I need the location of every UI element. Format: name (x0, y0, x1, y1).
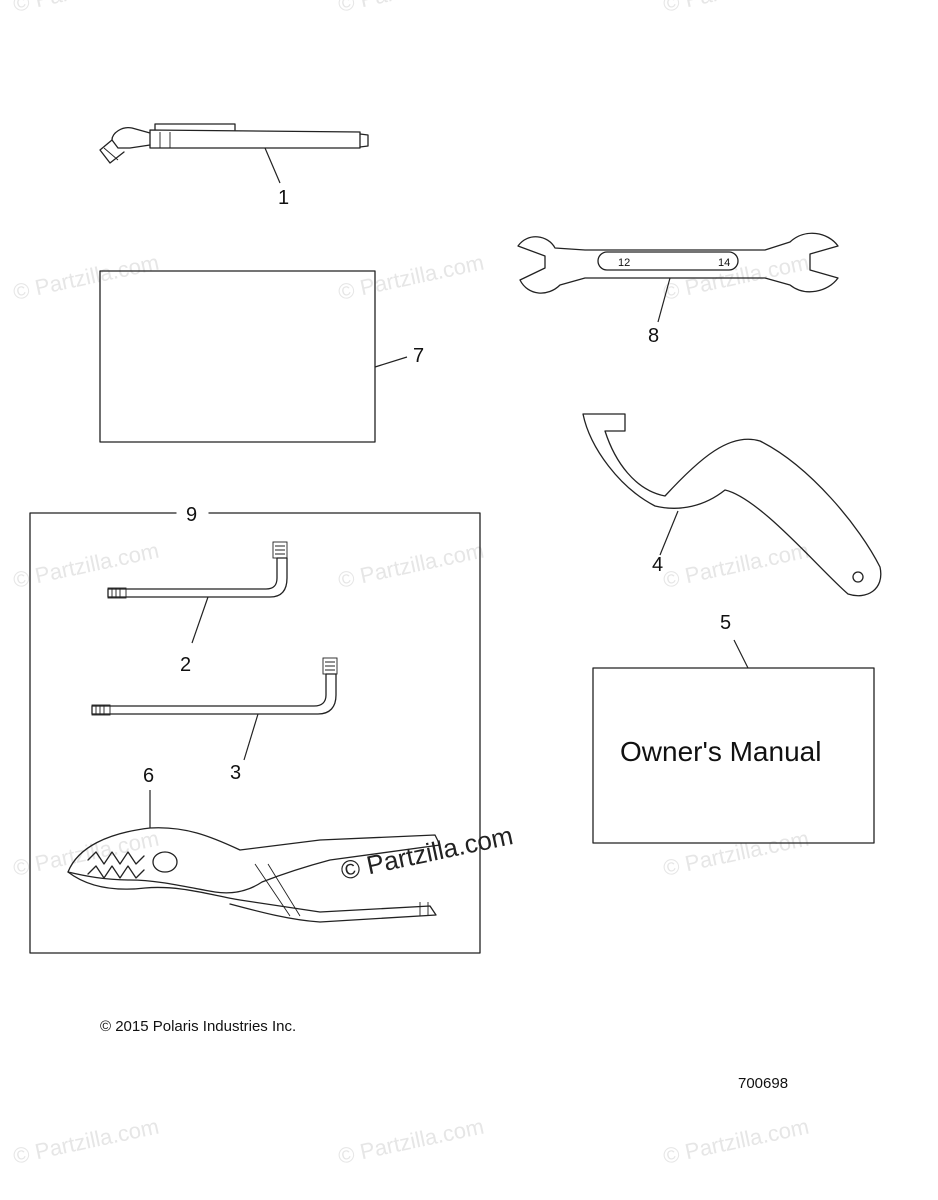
watermark-text: © Partzilla.com (336, 0, 486, 17)
callout-8: 8 (648, 325, 659, 347)
watermark-text: © Partzilla.com (11, 826, 161, 881)
watermark-text: © Partzilla.com (336, 1114, 486, 1169)
watermark-text: © Partzilla.com (338, 820, 516, 886)
part-8-open-end-wrench[interactable]: 12 14 8 (517, 232, 839, 347)
watermark-text: © Partzilla.com (661, 250, 811, 305)
part-3-hex-key[interactable]: 3 (91, 657, 338, 784)
manual-title: Owner's Manual (620, 736, 821, 767)
watermark-text: © Partzilla.com (336, 250, 486, 305)
watermark-text: © Partzilla.com (661, 0, 811, 17)
part-9-tool-kit-frame[interactable]: 9 (29, 504, 481, 954)
callout-6: 6 (143, 765, 154, 787)
watermark-text: © Partzilla.com (11, 1114, 161, 1169)
callout-7: 7 (413, 345, 424, 367)
watermark-text: © Partzilla.com (661, 826, 811, 881)
callout-1: 1 (278, 187, 289, 209)
callout-4: 4 (652, 554, 663, 576)
part-4-spanner-wrench[interactable]: 4 (582, 413, 882, 597)
part-1-spark-plug-tool[interactable]: 1 (99, 123, 369, 209)
callout-9: 9 (186, 504, 197, 526)
watermark-text: © Partzilla.com (11, 0, 161, 17)
part-5-owners-manual[interactable]: 5 Owner's Manual (592, 612, 875, 844)
wrench-size-right: 14 (718, 257, 730, 269)
watermark-text: © Partzilla.com (11, 250, 161, 305)
part-2-hex-key[interactable]: 2 (107, 541, 288, 676)
copyright-notice: © 2015 Polaris Industries Inc. (100, 1018, 296, 1035)
callout-3: 3 (230, 762, 241, 784)
watermark-text: © Partzilla.com (11, 538, 161, 593)
callout-5: 5 (720, 612, 731, 634)
callout-2: 2 (180, 654, 191, 676)
watermark-text: © Partzilla.com (661, 1114, 811, 1169)
watermark-text: © Partzilla.com (661, 538, 811, 593)
watermark-layer: © Partzilla.com © Partzilla.com © Partzi… (11, 0, 811, 1169)
watermark-text: © Partzilla.com (336, 538, 486, 593)
diagram-number: 700698 (738, 1075, 788, 1092)
wrench-size-left: 12 (618, 257, 630, 269)
part-7-card[interactable]: 7 (99, 270, 424, 443)
